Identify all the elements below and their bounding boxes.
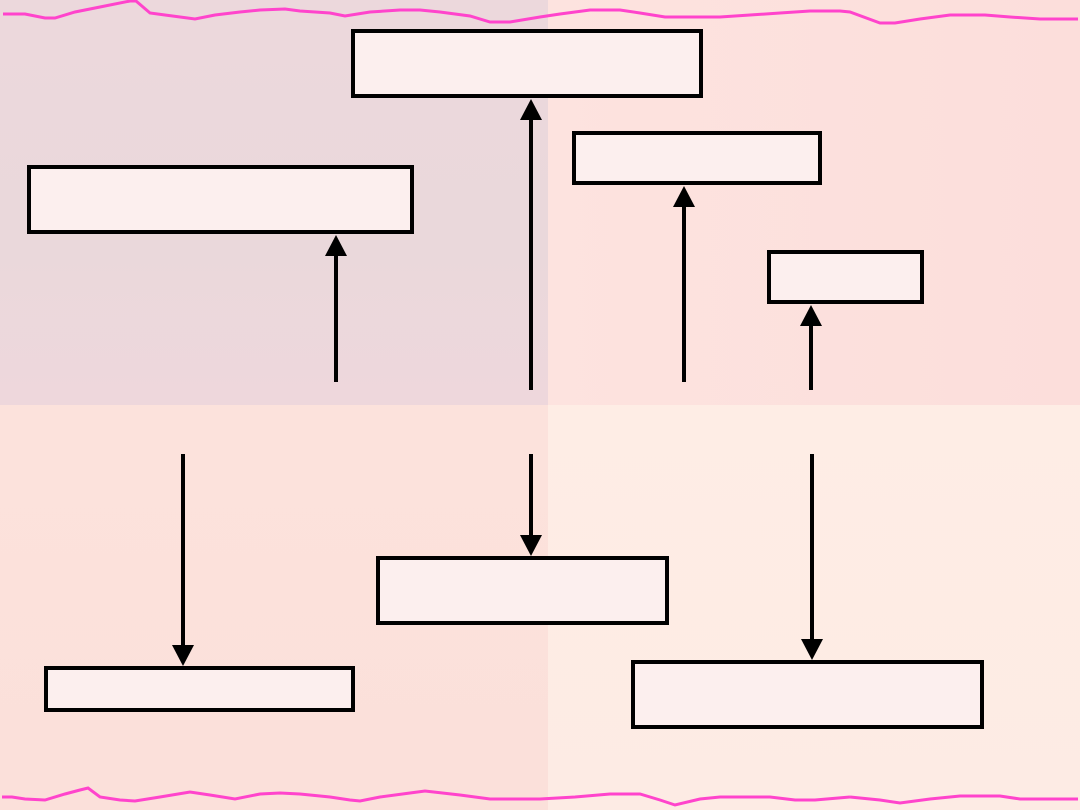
arrow-to-small-right bbox=[800, 305, 822, 390]
diagram-box-top-center bbox=[351, 29, 703, 98]
diagram-box-lower-right bbox=[631, 660, 984, 729]
diagram-box-lower-center bbox=[376, 556, 669, 625]
arrow-to-upper-right bbox=[673, 186, 695, 382]
arrow-to-lower-left bbox=[172, 454, 194, 666]
diagram-box-upper-left bbox=[27, 165, 414, 234]
bottom-wave-border bbox=[2, 786, 851, 807]
arrow-to-lower-center bbox=[520, 454, 542, 556]
arrow-to-lower-right bbox=[801, 454, 823, 660]
diagram-box-upper-right bbox=[572, 131, 822, 185]
diagram-box-lower-left bbox=[44, 666, 355, 712]
diagram-box-small-right bbox=[767, 250, 924, 304]
arrow-to-top-center bbox=[520, 99, 542, 390]
top-wave-border bbox=[3, 0, 1078, 25]
arrow-to-upper-left bbox=[325, 235, 347, 382]
bottom-wave-border-right bbox=[849, 794, 1078, 805]
